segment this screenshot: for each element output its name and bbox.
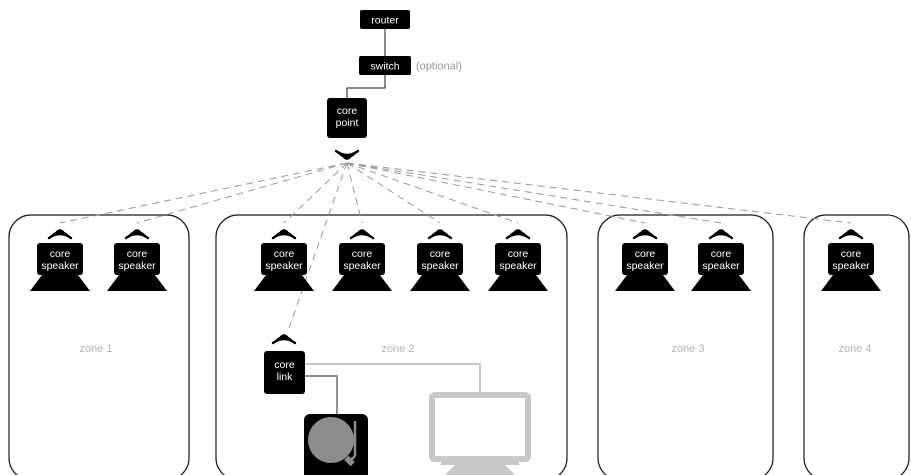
core-link-wifi-icon [271, 334, 297, 345]
wifi-icon [47, 229, 73, 240]
wifi-icon [505, 229, 531, 240]
speaker-z3-a: core speaker [615, 229, 675, 291]
wifi-icon [838, 229, 864, 240]
speaker-z2-b: core speaker [332, 229, 392, 291]
wifi-icon [271, 229, 297, 240]
wifi-icon [427, 229, 453, 240]
core-point-wifi-icon [334, 149, 360, 160]
core-link-line2: link [277, 371, 294, 383]
speaker-z2-d: core speaker [488, 229, 548, 291]
zone-2-label: zone 2 [381, 343, 414, 355]
turntable-icon [304, 414, 368, 475]
core-point-line2: point [336, 117, 359, 129]
speaker-line1: core [50, 248, 71, 260]
wifi-icon [632, 229, 658, 240]
core-point-node: core point [327, 98, 367, 138]
core-point-line1: core [337, 105, 358, 117]
corelink-monitor-wire [305, 363, 481, 395]
speaker-line2: speaker [118, 260, 156, 272]
speaker-line2: speaker [265, 260, 303, 272]
speaker-line1: core [508, 248, 529, 260]
wireless-links [59, 162, 852, 329]
speaker-line1: core [711, 248, 732, 260]
speaker-line1: core [352, 248, 373, 260]
speaker-line1: core [274, 248, 295, 260]
zone-3-label: zone 3 [671, 343, 704, 355]
wifi-icon [708, 229, 734, 240]
speaker-z2-c: core speaker [410, 229, 470, 291]
router-node: router [360, 10, 410, 29]
speaker-z3-b: core speaker [691, 229, 751, 291]
zone-4-label: zone 4 [838, 343, 871, 355]
switch-corepoint-wire [346, 75, 386, 98]
speaker-z1-a: core speaker [30, 229, 90, 291]
zone-1-label: zone 1 [79, 343, 112, 355]
speaker-line2: speaker [343, 260, 381, 272]
speaker-z2-a: core speaker [254, 229, 314, 291]
speaker-line1: core [430, 248, 451, 260]
speaker-line2: speaker [499, 260, 537, 272]
monitor-icon [429, 392, 531, 475]
switch-node: switch [359, 56, 411, 75]
speaker-line2: speaker [626, 260, 664, 272]
speaker-line2: speaker [41, 260, 79, 272]
speaker-line1: core [127, 248, 148, 260]
speaker-line2: speaker [421, 260, 459, 272]
router-label: router [371, 15, 399, 27]
speaker-line2: speaker [832, 260, 870, 272]
speaker-line2: speaker [702, 260, 740, 272]
core-link-line1: core [274, 359, 295, 371]
zone-2-box [215, 214, 568, 475]
speaker-z4-a: core speaker [821, 229, 881, 291]
speaker-line1: core [635, 248, 656, 260]
zone-3-box [597, 214, 774, 475]
wifi-icon [349, 229, 375, 240]
speaker-z1-b: core speaker [107, 229, 167, 291]
zone-4-box [803, 214, 910, 475]
switch-label: switch [370, 61, 399, 73]
speaker-line1: core [841, 248, 862, 260]
switch-optional-note: (optional) [416, 61, 462, 73]
corelink-turntable-wire [305, 375, 338, 415]
core-link-node: core link [264, 351, 305, 394]
wifi-icon [124, 229, 150, 240]
